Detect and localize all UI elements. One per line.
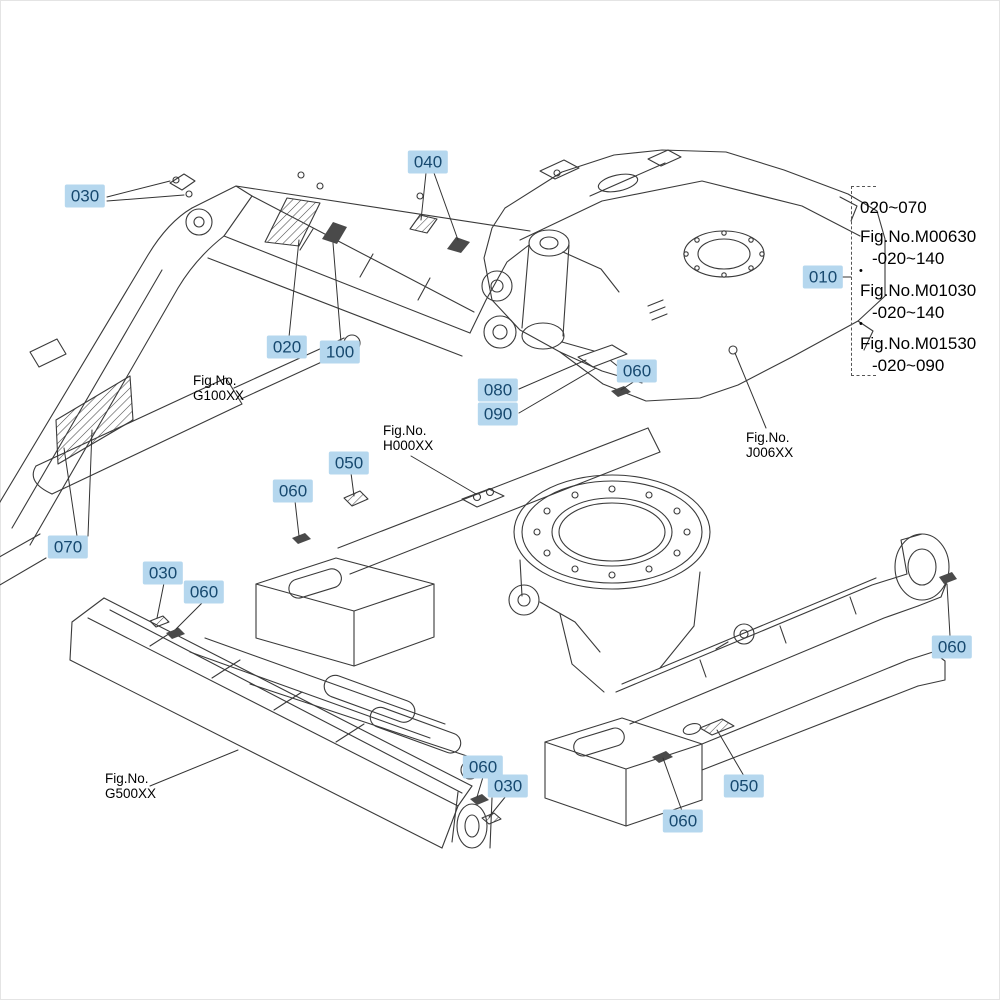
legend-fig-3: Fig.No.M01530 [860,334,977,353]
callout-040-boom[interactable]: 040 [407,150,449,174]
blade-assembly [69,490,502,849]
fig-no-text: Fig.No. [383,423,427,438]
legend-range-3: -020~140 [872,303,945,322]
upper-frame [483,149,886,402]
legend-fig-1: Fig.No.M00630 [860,227,977,246]
legend-bullet-icon: • [859,265,863,277]
callout-060-blade[interactable]: 060 [183,580,225,604]
fig-id-text: J006XX [746,445,794,460]
fig-id-text: G100XX [193,388,245,403]
legend-range-2: -020~140 [872,249,945,268]
callout-060-beam[interactable]: 060 [272,479,314,503]
fig-no-text: Fig.No. [105,771,149,786]
callout-100-boom[interactable]: 100 [319,340,361,364]
boom-assembly [0,171,531,586]
callout-030-blade[interactable]: 030 [142,561,184,585]
callout-090-plate[interactable]: 090 [477,402,519,426]
callout-050-track-lower[interactable]: 050 [723,774,765,798]
legend-range-4: -020~090 [872,356,945,375]
callout-030-boom-top[interactable]: 030 [64,184,106,208]
legend-bracket [851,186,876,376]
fig-id-text: G500XX [105,786,157,801]
callout-060-track-right[interactable]: 060 [931,635,973,659]
callout-070-cylinder[interactable]: 070 [47,535,89,559]
callout-060-track-lower[interactable]: 060 [662,809,704,833]
legend-fig-2: Fig.No.M01030 [860,281,977,300]
fig-label-g500xx: Fig.No. G500XX [105,771,156,801]
leader-lines [63,172,951,818]
legend-bullet-icon: • [859,318,863,330]
callout-060-frame[interactable]: 060 [616,359,658,383]
fig-label-j006xx: Fig.No. J006XX [746,430,793,460]
swing-bracket [469,229,628,373]
fig-no-text: Fig.No. [193,373,237,388]
fig-label-g100xx: Fig.No. G100XX [193,373,244,403]
fig-id-text: H000XX [383,438,434,453]
track-frame [255,427,957,827]
legend-range-1: 020~070 [860,198,927,217]
callout-050-beam[interactable]: 050 [328,451,370,475]
callout-020-boom-decal[interactable]: 020 [266,335,308,359]
callout-080-plate[interactable]: 080 [477,378,519,402]
callout-060-bottom[interactable]: 060 [462,755,504,779]
fig-no-text: Fig.No. [746,430,790,445]
callout-030-bottom[interactable]: 030 [487,774,529,798]
callout-010-legend[interactable]: 010 [802,265,844,289]
fig-label-h000xx: Fig.No. H000XX [383,423,433,453]
